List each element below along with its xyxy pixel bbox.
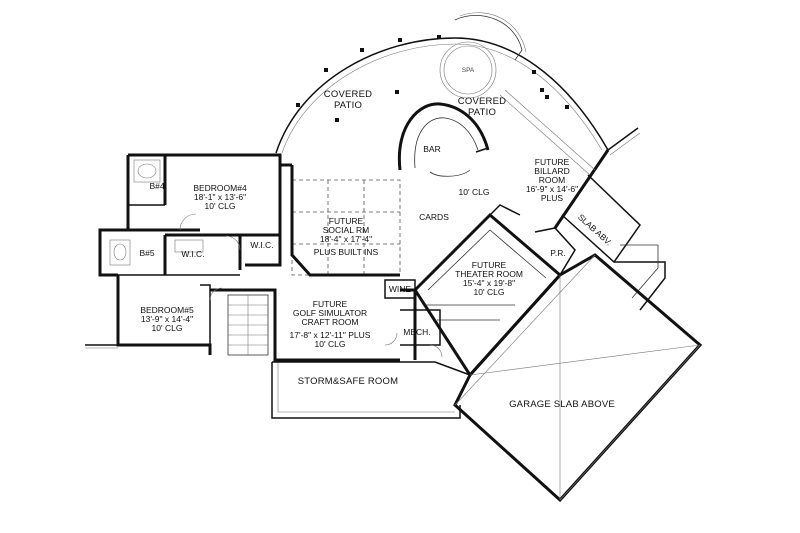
golf-label-3: CRAFT ROOM: [302, 317, 359, 327]
billiard-label-1: FUTURE: [535, 157, 570, 167]
social-label-1: FUTURE: [329, 216, 364, 226]
patio-left-label-2: PATIO: [334, 100, 362, 111]
door-swings: [179, 213, 443, 358]
interior-walls: [100, 155, 282, 345]
golf-label-2: GOLF SIMULATOR: [293, 308, 367, 318]
pr-label: P.R.: [550, 248, 565, 258]
bedroom5-label-2: 13'-9" x 14'-4": [141, 314, 193, 324]
bedroom5-label-1: BEDROOM#5: [140, 305, 194, 315]
wine-mech: [384, 279, 441, 346]
billiard-label-4: 16'-9" x 14'-6": [526, 184, 578, 194]
slab-label: SLAB ABV.: [576, 212, 614, 248]
patio-rail: [499, 88, 596, 176]
patio-left-label-1: COVERED: [324, 89, 372, 100]
social-label-4: PLUS BUILT INS: [314, 247, 379, 257]
bath-fixtures: [109, 159, 204, 266]
garage-label: GARAGE SLAB ABOVE: [509, 399, 615, 410]
bar-label: BAR: [423, 144, 440, 154]
storm-safe-room: [271, 361, 471, 419]
cards-label: CARDS: [419, 212, 449, 222]
billiard-label-3: ROOM: [539, 175, 565, 185]
golf-label-5: 10' CLG: [315, 339, 346, 349]
stair: [227, 294, 269, 356]
bath5-label: B#5: [139, 248, 154, 258]
patio-curved-edge: [275, 37, 609, 154]
bar: [397, 102, 490, 177]
golf-label-4: 17'-8" x 12'-11" PLUS: [290, 330, 371, 340]
ceiling-label: 10' CLG: [459, 187, 490, 197]
billiard-label-5: PLUS: [541, 193, 564, 203]
theater-label-1: FUTURE: [472, 260, 507, 270]
bath4-label: B#4: [149, 181, 164, 191]
mech-label: MECH.: [403, 327, 430, 337]
patio-posts: [296, 35, 569, 122]
billiard-label-2: BILLARD: [534, 166, 569, 176]
svg-text:BEDROOM#418'-1" x 13'-6"10' CL: BEDROOM#418'-1" x 13'-6"10' CLG: [193, 183, 247, 211]
patio-right-label-1: COVERED: [458, 96, 506, 107]
spa-label: SPA: [462, 67, 475, 74]
wic-left-label: W.I.C.: [181, 249, 204, 259]
bedroom4-label-3: 10' CLG: [205, 201, 236, 211]
social-label-2: SOCIAL RM: [323, 225, 369, 235]
bedroom4-label-1: BEDROOM#4: [193, 183, 247, 193]
bedroom4-label-2: 18'-1" x 13'-6": [194, 192, 246, 202]
theater-label-4: 10' CLG: [474, 287, 505, 297]
social-label-3: 18'-4" x 17'-4": [320, 234, 372, 244]
wic-right-label: W.I.C.: [250, 240, 273, 250]
social-room-grid: [290, 165, 401, 277]
storm-label: STORM&SAFE ROOM: [298, 376, 398, 387]
golf-label-1: FUTURE: [313, 299, 348, 309]
bedroom5-label-3: 10' CLG: [152, 323, 183, 333]
spa: [439, 12, 527, 99]
wine-label: WINE: [389, 284, 412, 294]
theater-label-3: 15'-4" x 19'-8": [463, 278, 515, 288]
theater-label-2: THEATER ROOM: [455, 269, 523, 279]
garage-slab: [453, 253, 703, 503]
svg-text:BEDROOM#513'-9" x 14'-4"10' CL: BEDROOM#513'-9" x 14'-4"10' CLG: [140, 305, 194, 333]
patio-edge-inner: [281, 43, 603, 154]
patio-right-label-2: PATIO: [468, 107, 496, 118]
